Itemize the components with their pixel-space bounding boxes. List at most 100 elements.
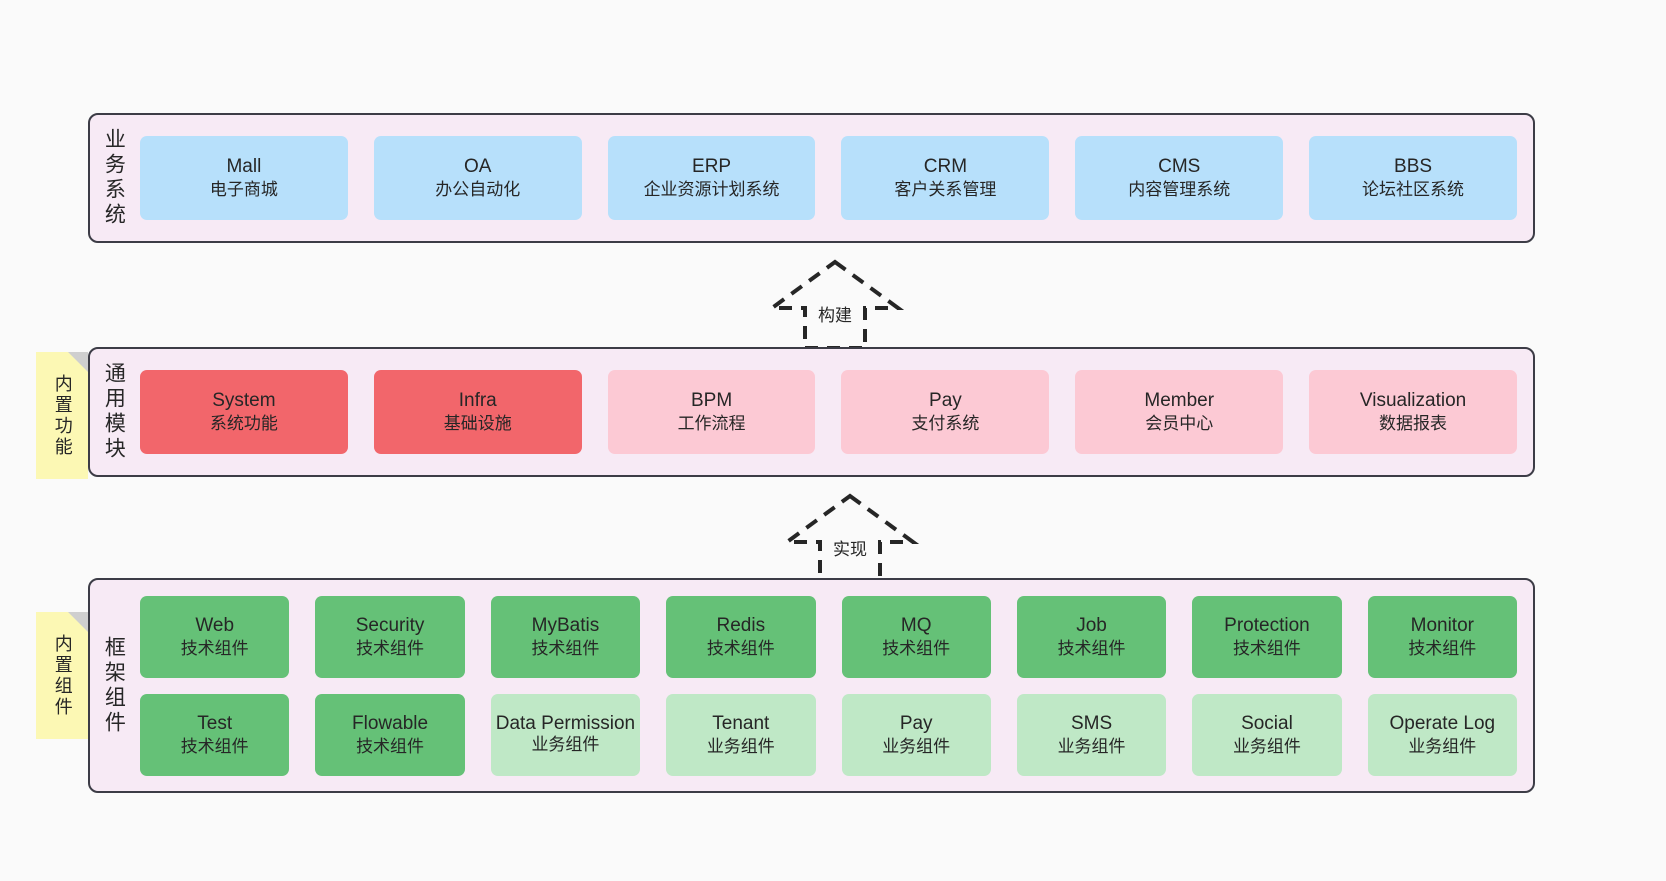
node-mall[interactable]: Mall 电子商城 [140, 136, 348, 220]
node-subtitle: 业务组件 [1057, 736, 1126, 756]
node-title: Infra [458, 390, 497, 412]
node-title: SMS [1070, 712, 1113, 734]
node-title: Protection [1224, 614, 1310, 636]
node-data-permission[interactable]: Data Permission 业务组件 [490, 693, 641, 776]
node-subtitle: 技术组件 [706, 638, 775, 658]
node-subtitle: 技术组件 [356, 736, 425, 756]
node-row: Mall 电子商城 OA 办公自动化 ERP 企业资源计划系统 CRM 客户关系… [140, 136, 1517, 220]
note-text: 内置功能 [52, 373, 73, 458]
node-subtitle: 业务组件 [1408, 736, 1477, 756]
note-fold-corner-icon [68, 612, 88, 632]
node-title: Monitor [1410, 614, 1474, 636]
node-monitor[interactable]: Monitor 技术组件 [1367, 595, 1517, 678]
node-mq[interactable]: MQ 技术组件 [841, 595, 991, 678]
node-title: Security [355, 614, 425, 636]
node-flowable[interactable]: Flowable 技术组件 [315, 693, 465, 776]
node-title: Visualization [1359, 390, 1467, 412]
node-subtitle: 技术组件 [180, 638, 249, 658]
connector-label: 构建 [818, 306, 852, 325]
node-subtitle: 基础设施 [443, 414, 512, 434]
node-title: Job [1076, 614, 1107, 636]
node-title: Data Permission [495, 713, 636, 735]
node-infra[interactable]: Infra 基础设施 [373, 370, 582, 454]
note-text: 内置组件 [52, 633, 73, 718]
node-title: Pay [899, 712, 933, 734]
node-subtitle: 技术组件 [1408, 638, 1477, 658]
node-subtitle: 技术组件 [1232, 638, 1301, 658]
node-cms[interactable]: CMS 内容管理系统 [1075, 136, 1284, 220]
node-security[interactable]: Security 技术组件 [315, 595, 465, 678]
node-row: Test 技术组件 Flowable 技术组件 Data Permission … [140, 693, 1517, 776]
node-social[interactable]: Social 业务组件 [1192, 693, 1342, 776]
node-title: Member [1144, 390, 1215, 412]
node-system[interactable]: System 系统功能 [140, 370, 348, 454]
node-subtitle: 支付系统 [911, 414, 980, 434]
node-subtitle: 技术组件 [882, 638, 951, 658]
layer-label-text: 框架组件 [102, 635, 126, 736]
node-protection[interactable]: Protection 技术组件 [1192, 595, 1342, 678]
node-subtitle: 业务组件 [1232, 736, 1301, 756]
node-subtitle: 技术组件 [531, 638, 600, 658]
node-bpm[interactable]: BPM 工作流程 [607, 370, 816, 454]
node-title: Operate Log [1389, 712, 1496, 734]
node-job[interactable]: Job 技术组件 [1016, 595, 1167, 678]
node-subtitle: 工作流程 [677, 414, 746, 434]
layer-body-business-systems: Mall 电子商城 OA 办公自动化 ERP 企业资源计划系统 CRM 客户关系… [136, 115, 1533, 241]
node-sms[interactable]: SMS 业务组件 [1016, 693, 1167, 776]
layer-body-common-modules: System 系统功能 Infra 基础设施 BPM 工作流程 Pay 支付系统… [136, 349, 1533, 475]
node-title: Tenant [712, 712, 770, 734]
layer-title-framework-components: 框架组件 [90, 580, 136, 791]
node-subtitle: 业务组件 [882, 736, 951, 756]
node-subtitle: 系统功能 [209, 414, 278, 434]
connector-build: 构建 [760, 256, 910, 352]
note-builtin-function: 内置功能 [36, 352, 88, 479]
node-title: CMS [1158, 156, 1201, 178]
node-title: Flowable [352, 712, 429, 734]
node-subtitle: 内容管理系统 [1128, 180, 1231, 200]
node-subtitle: 论坛社区系统 [1362, 180, 1465, 200]
node-subtitle: 客户关系管理 [894, 180, 997, 200]
node-title: CRM [923, 156, 968, 178]
node-row: System 系统功能 Infra 基础设施 BPM 工作流程 Pay 支付系统… [140, 370, 1517, 454]
node-tenant[interactable]: Tenant 业务组件 [666, 693, 816, 776]
node-bbs[interactable]: BBS 论坛社区系统 [1309, 136, 1517, 220]
connector-label: 实现 [833, 540, 867, 559]
node-redis[interactable]: Redis 技术组件 [666, 595, 816, 678]
node-test[interactable]: Test 技术组件 [140, 693, 290, 776]
node-visualization[interactable]: Visualization 数据报表 [1309, 370, 1517, 454]
layer-title-business-systems: 业务系统 [90, 115, 136, 241]
node-crm[interactable]: CRM 客户关系管理 [841, 136, 1050, 220]
layer-label-text: 通用模块 [102, 362, 126, 462]
node-subtitle: 办公自动化 [435, 180, 521, 200]
node-title: Social [1241, 712, 1293, 734]
layer-framework-components: 框架组件 Web 技术组件 Security 技术组件 MyBatis 技术组件… [88, 578, 1535, 793]
node-title: BPM [690, 390, 733, 412]
node-oa[interactable]: OA 办公自动化 [373, 136, 582, 220]
layer-body-framework-components: Web 技术组件 Security 技术组件 MyBatis 技术组件 Redi… [136, 580, 1533, 791]
node-subtitle: 电子商城 [209, 180, 278, 200]
node-title: ERP [692, 156, 732, 178]
layer-common-modules: 通用模块 System 系统功能 Infra 基础设施 BPM 工作流程 Pay [88, 347, 1535, 477]
node-title: MQ [900, 614, 932, 636]
node-mybatis[interactable]: MyBatis 技术组件 [490, 595, 641, 678]
node-subtitle: 业务组件 [531, 735, 600, 755]
note-builtin-component: 内置组件 [36, 612, 88, 739]
node-subtitle: 企业资源计划系统 [643, 180, 780, 200]
layer-title-common-modules: 通用模块 [90, 349, 136, 475]
node-subtitle: 技术组件 [1057, 638, 1126, 658]
node-web[interactable]: Web 技术组件 [140, 595, 290, 678]
node-title: Mall [226, 156, 262, 178]
node-pay[interactable]: Pay 支付系统 [841, 370, 1050, 454]
node-title: System [212, 390, 276, 412]
node-pay-business[interactable]: Pay 业务组件 [841, 693, 991, 776]
node-operate-log[interactable]: Operate Log 业务组件 [1367, 693, 1517, 776]
node-subtitle: 技术组件 [180, 736, 249, 756]
note-fold-corner-icon [68, 352, 88, 372]
node-member[interactable]: Member 会员中心 [1075, 370, 1284, 454]
node-title: OA [464, 156, 492, 178]
node-title: MyBatis [531, 614, 600, 636]
node-title: BBS [1394, 156, 1433, 178]
node-row: Web 技术组件 Security 技术组件 MyBatis 技术组件 Redi… [140, 595, 1517, 678]
node-erp[interactable]: ERP 企业资源计划系统 [607, 136, 816, 220]
node-title: Web [195, 614, 235, 636]
